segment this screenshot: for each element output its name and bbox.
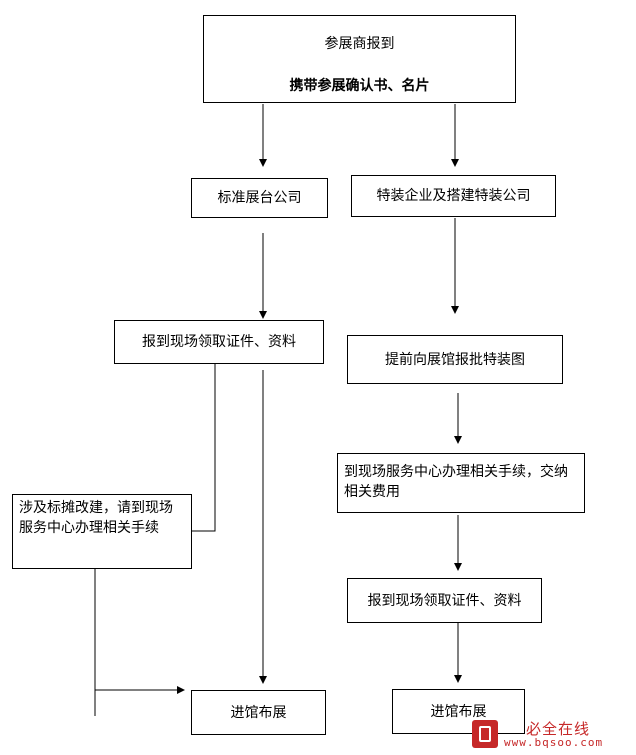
exhibitor-checkin-subtitle: 携带参展确认书、名片 [289,78,430,94]
enter-hall-left-box: 进馆布展 [191,690,326,735]
register-onsite-right-box: 报到现场领取证件、资料 [347,578,542,623]
submit-drawing-box: 提前向展馆报批特装图 [347,335,563,384]
exhibitor-checkin-box: 参展商报到 携带参展确认书、名片 [203,15,516,103]
watermark-logo-text: 必全在线 [526,720,591,738]
register-onsite-left-box: 报到现场领取证件、资料 [114,320,324,364]
standard-booth-box: 标准展台公司 [191,178,328,218]
watermark-url: www.bqsoo.com [504,736,604,749]
booth-change-box: 涉及标摊改建，请到现场服务中心办理相关手续 [12,494,192,569]
exhibitor-checkin-title: 参展商报到 [324,36,395,52]
watermark: 必全在线 www.bqsoo.com [470,718,636,755]
watermark-logo-icon [472,720,498,748]
line-register-to-booth-change [191,356,216,532]
enter-hall-right-box: 进馆布展 [392,689,525,734]
special-company-box: 特装企业及搭建特装公司 [351,175,556,217]
service-center-box: 到现场服务中心办理相关手续，交纳相关费用 [337,453,585,513]
